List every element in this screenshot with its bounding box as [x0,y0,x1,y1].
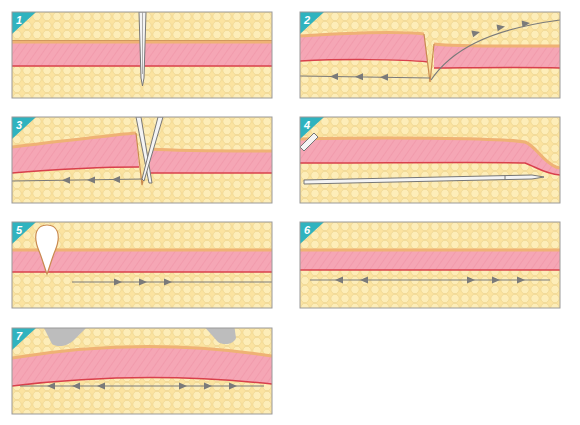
panel-6 [300,222,560,308]
panel-number: 7 [16,330,22,342]
panel-5 [12,222,272,308]
panel-number: 5 [16,224,22,236]
panel-number: 1 [16,14,22,26]
panel-3 [12,117,272,203]
panel-4 [300,117,560,203]
panel-number: 2 [304,14,310,26]
panel-number: 3 [16,119,22,131]
panel-number: 4 [304,119,310,131]
panel-1 [12,12,272,98]
panel-2 [300,12,560,98]
panel-number: 6 [304,224,310,236]
panel-7 [12,324,272,414]
